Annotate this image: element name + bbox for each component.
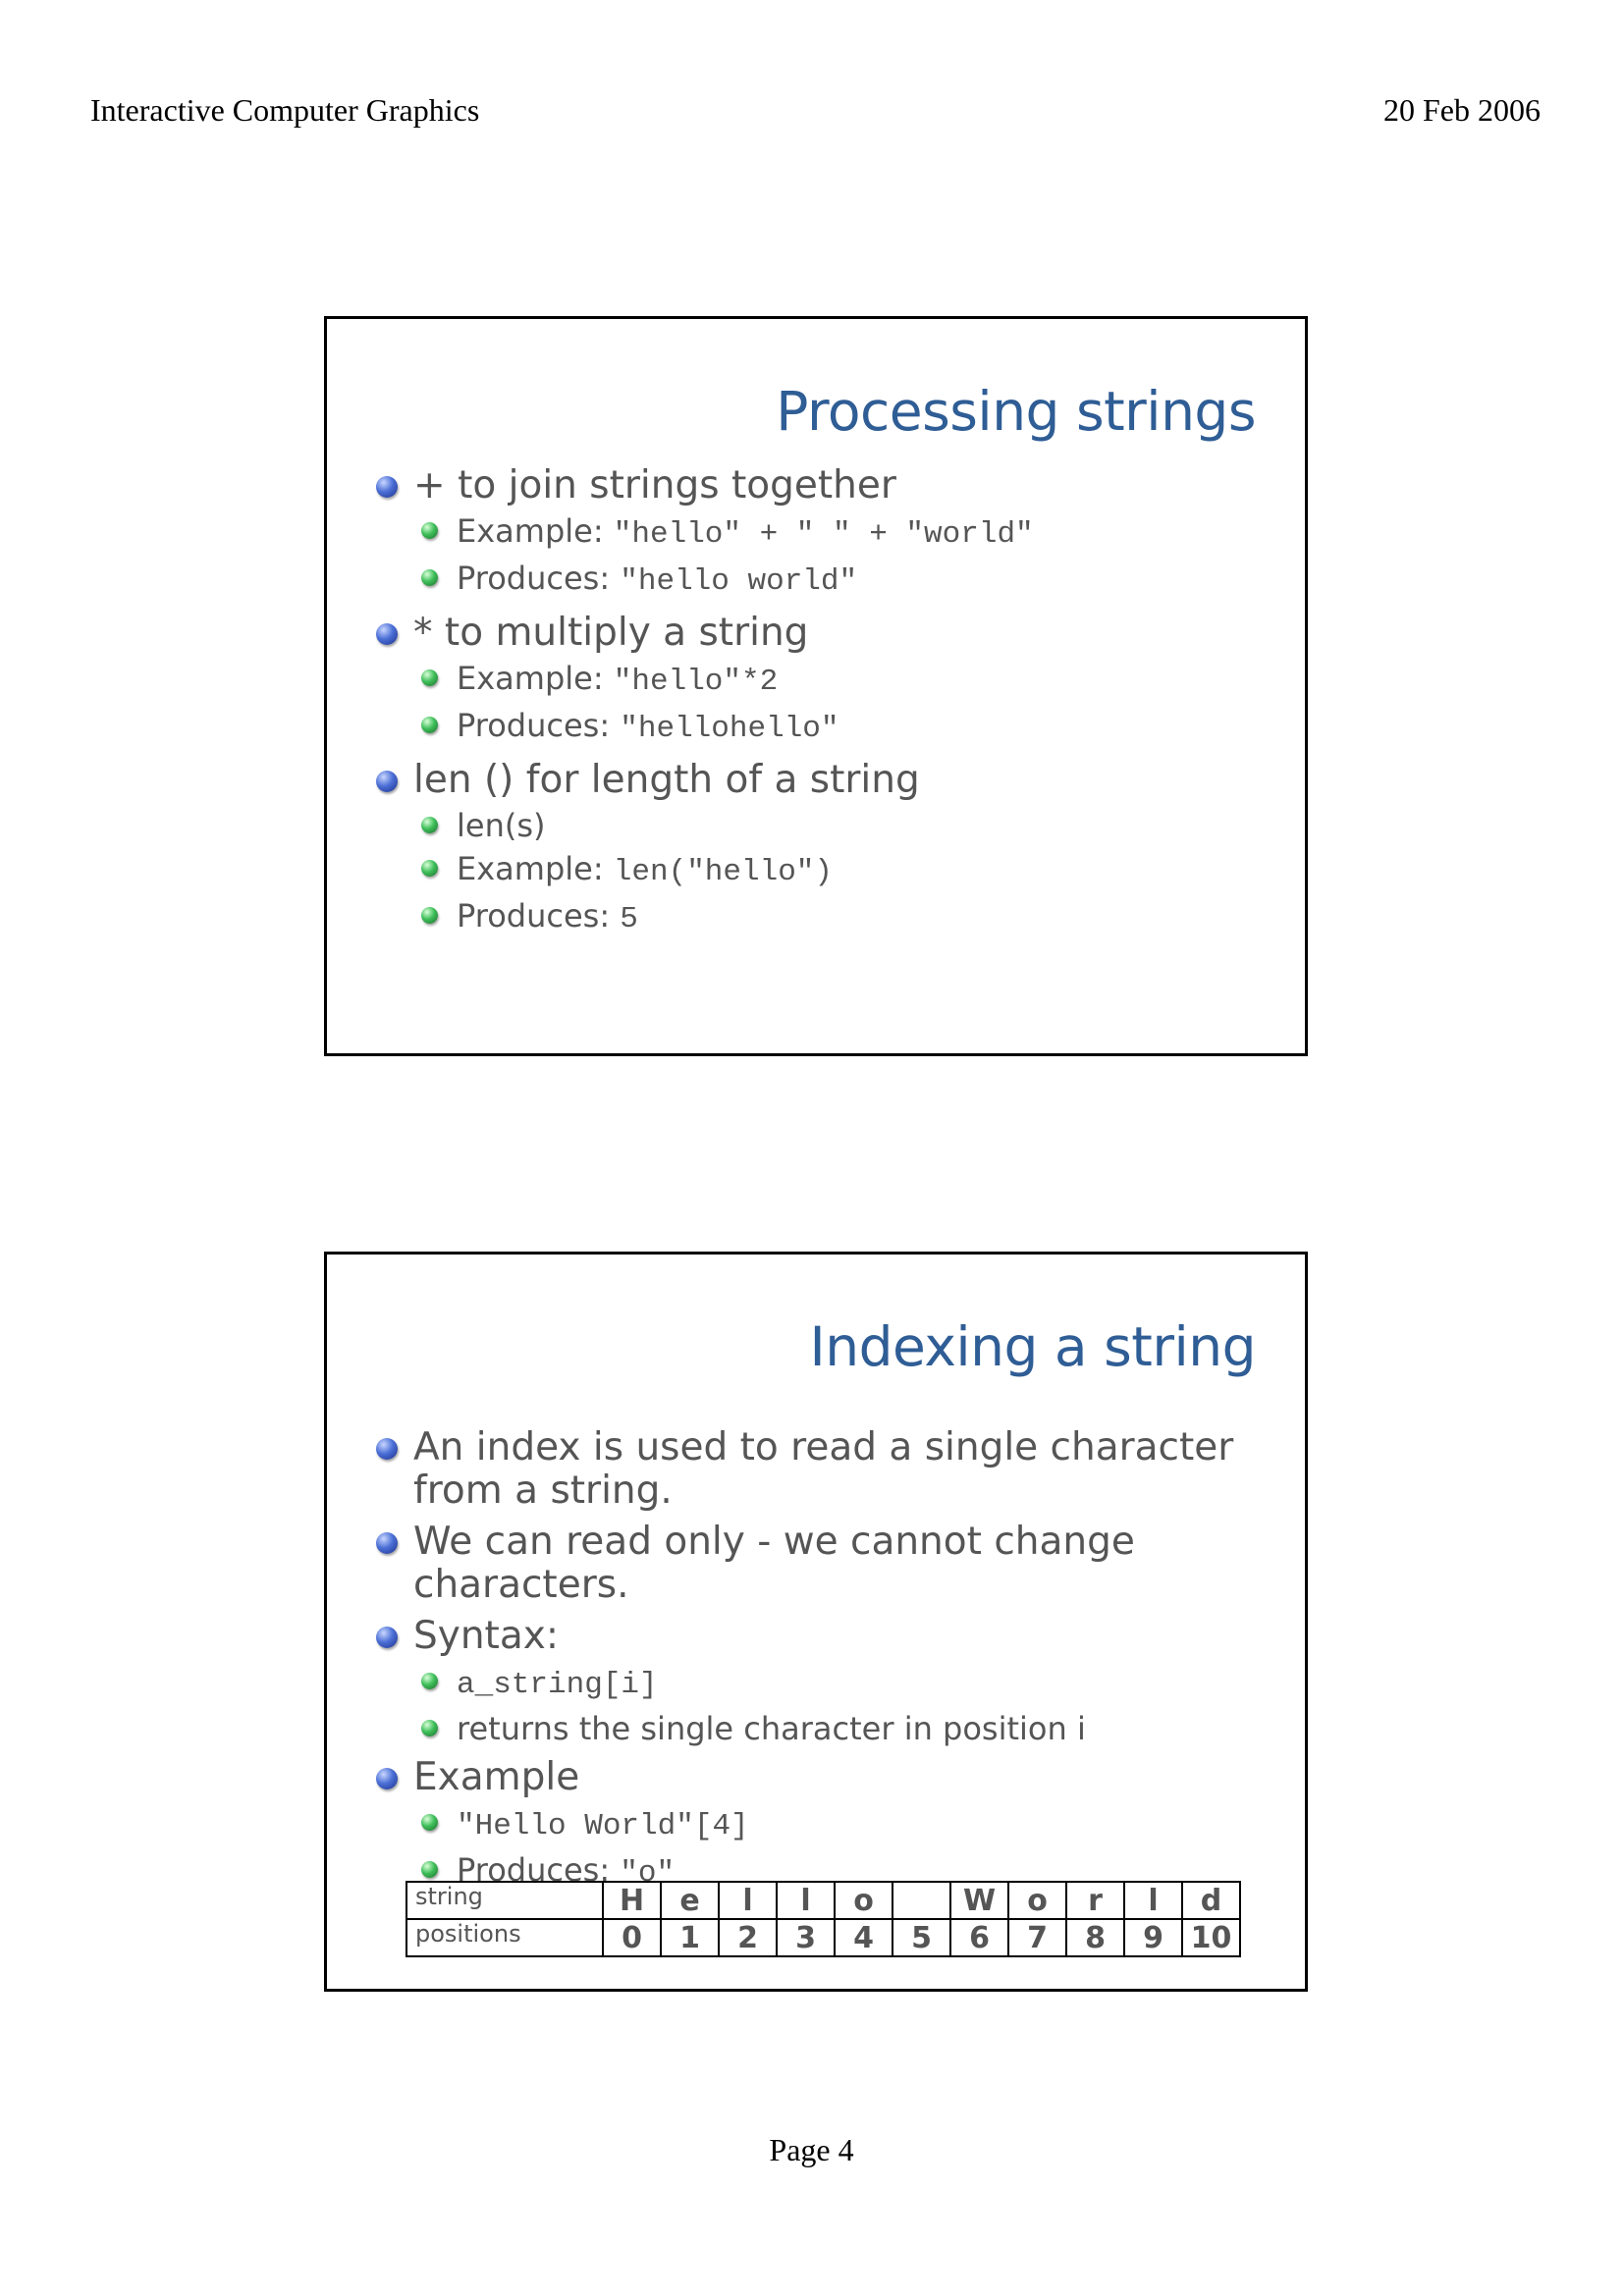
code-snippet: "hello"*2 <box>613 665 779 699</box>
char-cell: H <box>602 1881 662 1920</box>
position-cell: 10 <box>1181 1918 1241 1957</box>
green-bullet-icon <box>421 1814 438 1831</box>
code-snippet: "hello world" <box>620 564 858 599</box>
position-cell: 7 <box>1007 1918 1067 1957</box>
position-cell: 8 <box>1065 1918 1125 1957</box>
sub-bullet-item: Produces: "hellohello" <box>376 706 1266 749</box>
green-bullet-icon <box>421 907 438 924</box>
green-bullet-icon <box>421 817 438 833</box>
page-number: Page 4 <box>769 2132 854 2167</box>
sub-bullet-item: Example: "hello"*2 <box>376 659 1266 702</box>
slide-indexing-a-string: Indexing a string An index is used to re… <box>324 1252 1308 1992</box>
row-label: string <box>406 1881 604 1920</box>
header-date: 20 Feb 2006 <box>1383 92 1541 128</box>
position-cell: 9 <box>1123 1918 1183 1957</box>
slide-processing-strings: Processing strings + to join strings tog… <box>324 316 1308 1056</box>
green-bullet-icon <box>421 717 438 733</box>
bullet-item: An index is used to read a single charac… <box>376 1426 1266 1513</box>
char-cell: W <box>949 1881 1009 1920</box>
char-cell: r <box>1065 1881 1125 1920</box>
sub-bullet-item: Example: "hello" + " " + "world" <box>376 511 1266 555</box>
sub-bullet-item: Example: len("hello") <box>376 849 1266 892</box>
green-bullet-icon <box>421 569 438 586</box>
slide-body: An index is used to read a single charac… <box>376 1426 1266 1894</box>
sub-bullet-label: returns the single character in position… <box>457 1710 1086 1747</box>
blue-bullet-icon <box>376 1532 398 1554</box>
char-cell: e <box>660 1881 720 1920</box>
green-bullet-icon <box>421 1673 438 1689</box>
blue-bullet-icon <box>376 1768 398 1789</box>
char-cell: d <box>1181 1881 1241 1920</box>
position-cell: 2 <box>718 1918 778 1957</box>
sub-bullet-item: a_string[i] <box>376 1662 1266 1705</box>
blue-bullet-icon <box>376 1438 398 1460</box>
sub-bullet-item: "Hello World"[4] <box>376 1803 1266 1846</box>
sub-bullet-item: Produces: 5 <box>376 896 1266 939</box>
position-cell: 1 <box>660 1918 720 1957</box>
char-cell: o <box>834 1881 893 1920</box>
position-cell: 0 <box>602 1918 662 1957</box>
sub-bullet-label: Example: <box>457 850 614 887</box>
blue-bullet-icon <box>376 476 398 498</box>
green-bullet-icon <box>421 1861 438 1878</box>
char-cell: l <box>776 1881 836 1920</box>
sub-bullet-label: Produces: <box>457 707 621 744</box>
blue-bullet-icon <box>376 623 398 645</box>
bullet-item: Example <box>376 1756 1266 1799</box>
sub-bullet-label: Produces: <box>457 897 621 934</box>
code-snippet: "hellohello" <box>620 712 839 746</box>
bullet-item: Syntax: <box>376 1615 1266 1658</box>
slide-title: Processing strings <box>776 380 1256 443</box>
blue-bullet-icon <box>376 771 398 792</box>
code-snippet: len("hello") <box>613 855 834 889</box>
bullet-text: + to join strings together <box>413 463 896 507</box>
bullet-text: Syntax: <box>413 1614 559 1658</box>
bullet-item: We can read only - we cannot change char… <box>376 1521 1266 1607</box>
row-label: positions <box>406 1918 604 1957</box>
bullet-text: Example <box>413 1755 580 1799</box>
bullet-text: len () for length of a string <box>413 758 920 802</box>
char-cell: o <box>1007 1881 1067 1920</box>
code-snippet: "Hello World"[4] <box>457 1809 749 1843</box>
position-cell: 4 <box>834 1918 893 1957</box>
sub-bullet-item: len(s) <box>376 806 1266 845</box>
code-snippet: 5 <box>620 902 638 936</box>
position-cell: 3 <box>776 1918 836 1957</box>
bullet-text: We can read only - we cannot change char… <box>413 1520 1135 1607</box>
char-cell: l <box>718 1881 778 1920</box>
sub-bullet-label: Example: <box>457 660 614 697</box>
bullet-item: len () for length of a string <box>376 759 1266 802</box>
sub-bullet-label: Example: <box>457 512 614 550</box>
bullet-text: * to multiply a string <box>413 611 809 655</box>
green-bullet-icon <box>421 669 438 686</box>
sub-bullet-label: len(s) <box>457 807 546 844</box>
char-cell <box>892 1881 951 1920</box>
green-bullet-icon <box>421 522 438 539</box>
header-title: Interactive Computer Graphics <box>90 92 480 128</box>
bullet-item: + to join strings together <box>376 464 1266 507</box>
code-snippet: "hello" + " " + "world" <box>613 517 1034 552</box>
green-bullet-icon <box>421 860 438 877</box>
sub-bullet-item: Produces: "hello world" <box>376 559 1266 602</box>
bullet-item: * to multiply a string <box>376 612 1266 655</box>
code-snippet: a_string[i] <box>457 1668 658 1702</box>
green-bullet-icon <box>421 1720 438 1736</box>
position-cell: 6 <box>949 1918 1009 1957</box>
bullet-text: An index is used to read a single charac… <box>413 1425 1234 1513</box>
sub-bullet-label: Produces: <box>457 560 621 597</box>
blue-bullet-icon <box>376 1627 398 1648</box>
char-cell: l <box>1123 1881 1183 1920</box>
sub-bullet-item: returns the single character in position… <box>376 1709 1266 1748</box>
position-cell: 5 <box>892 1918 951 1957</box>
slide-title: Indexing a string <box>809 1315 1256 1378</box>
